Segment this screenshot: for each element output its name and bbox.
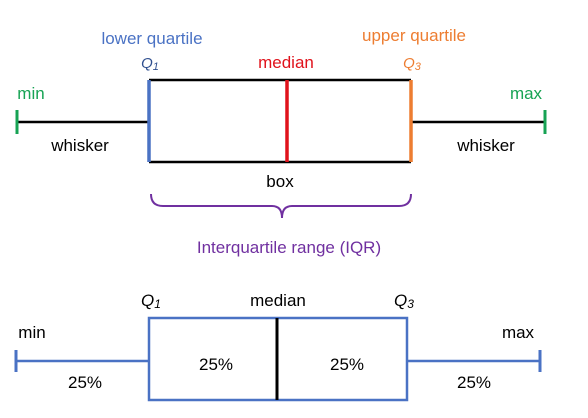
- top-upper-quartile-label: upper quartile: [362, 26, 466, 45]
- bottom-median-label: median: [250, 291, 306, 310]
- top-right-whisker-label: whisker: [456, 136, 515, 155]
- bottom-q1-label: Q1: [141, 291, 161, 311]
- iqr-brace: [150, 193, 412, 219]
- top-max-label: max: [510, 84, 543, 103]
- top-left-whisker-label: whisker: [50, 136, 109, 155]
- iqr-label: Interquartile range (IQR): [197, 238, 381, 257]
- bottom-q3-label: Q3: [394, 291, 414, 311]
- top-lower-quartile-label: lower quartile: [101, 29, 202, 48]
- top-q3-label: Q3: [403, 55, 422, 73]
- top-min-label: min: [17, 84, 44, 103]
- bottom-min-label: min: [18, 323, 45, 342]
- bottom-box-plot: Q1 median Q3 min max 25% 25% 25% 25%: [14, 291, 542, 402]
- bottom-pct-right-whisker: 25%: [457, 373, 491, 392]
- bottom-pct-left-whisker: 25%: [68, 373, 102, 392]
- bottom-pct-box-left: 25%: [199, 355, 233, 374]
- top-q1-label: Q1: [141, 55, 159, 73]
- bottom-pct-box-right: 25%: [330, 355, 364, 374]
- bottom-max-label: max: [502, 323, 535, 342]
- top-box-plot: lower quartile Q1 upper quartile Q3 medi…: [15, 26, 547, 257]
- top-median-label: median: [258, 53, 314, 72]
- top-box-label: box: [266, 172, 294, 191]
